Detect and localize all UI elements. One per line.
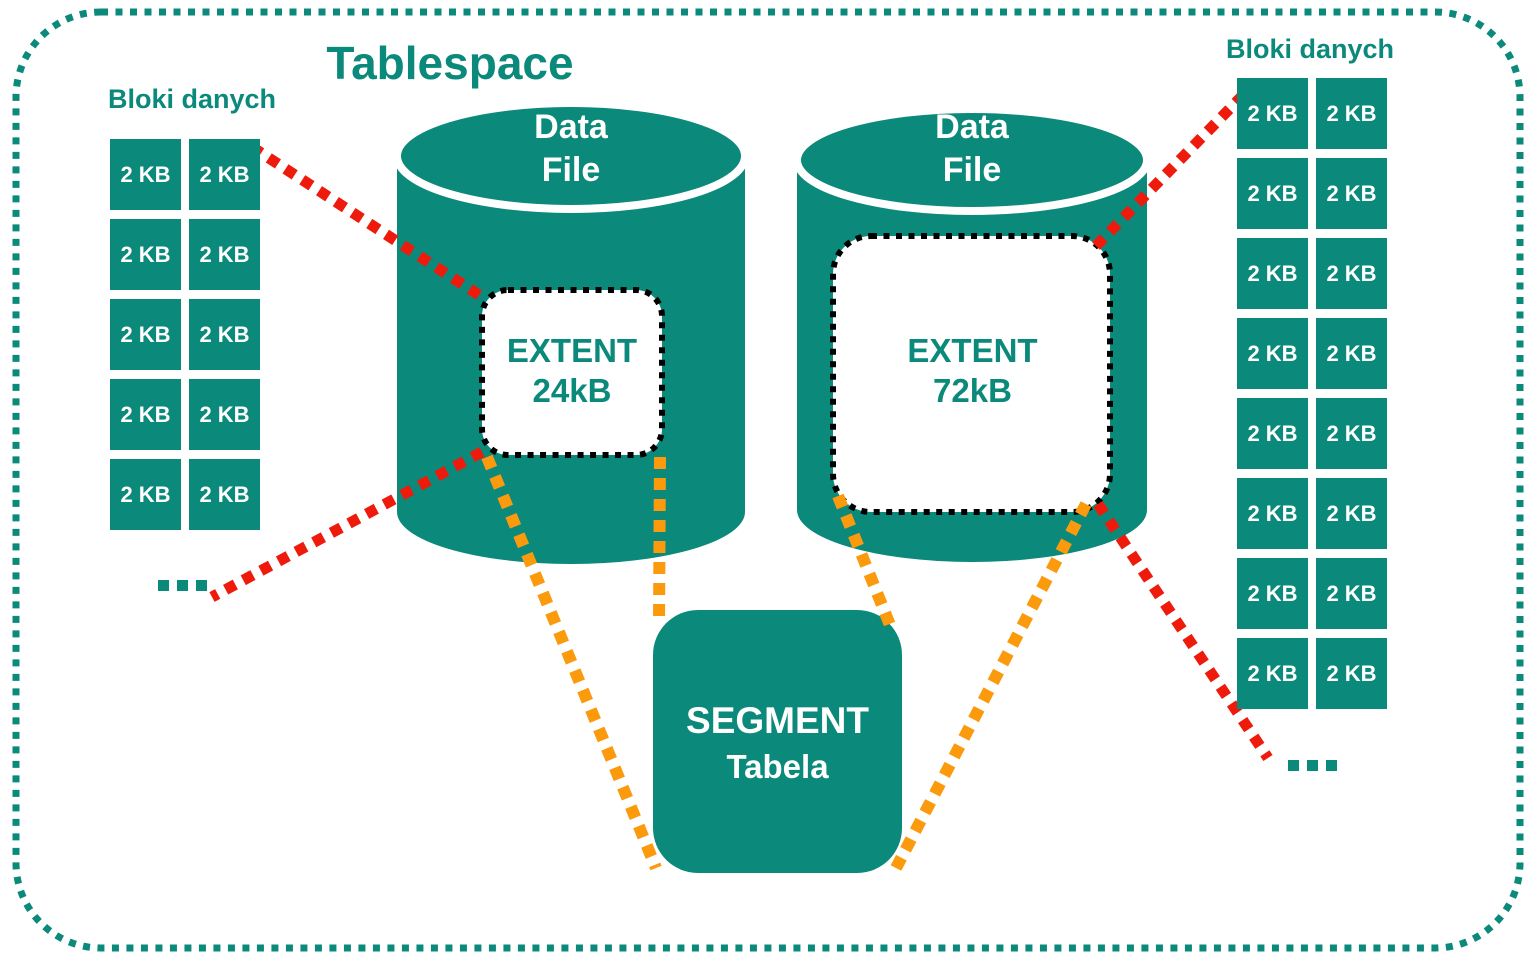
segment-box: [653, 610, 902, 873]
left-blocks-heading: Bloki danych: [107, 84, 277, 114]
extent-72kb-label: EXTENT 72kB: [880, 331, 1065, 411]
extent-72kb-line1: EXTENT: [907, 332, 1038, 369]
extent-24kb-line1: EXTENT: [506, 332, 638, 369]
data-block: 2 KB: [110, 139, 181, 210]
extent24-to-segment-line: [653, 456, 666, 624]
cylinder-top: [393, 99, 749, 213]
dot: [158, 580, 169, 591]
data-block: 2 KB: [1316, 638, 1387, 709]
data-block: 2 KB: [110, 219, 181, 290]
datafile-left-line1: Data: [534, 108, 608, 146]
data-block: 2 KB: [1237, 478, 1308, 549]
diagram-title: Tablespace: [326, 37, 574, 89]
data-block: 2 KB: [1316, 158, 1387, 229]
data-block: 2 KB: [1316, 478, 1387, 549]
data-block: 2 KB: [1237, 318, 1308, 389]
data-block: 2 KB: [1237, 558, 1308, 629]
datafile-right-line1: Data: [935, 108, 1009, 146]
data-block: 2 KB: [189, 459, 260, 530]
dot: [196, 580, 207, 591]
dot: [1307, 760, 1318, 771]
segment-label: SEGMENT Tabela: [653, 698, 902, 790]
data-block: 2 KB: [1316, 558, 1387, 629]
segment-line2: Tabela: [726, 748, 829, 785]
data-block: 2 KB: [1237, 238, 1308, 309]
data-block: 2 KB: [189, 299, 260, 370]
data-block: 2 KB: [110, 299, 181, 370]
datafile-left-line2: File: [541, 151, 601, 189]
data-block: 2 KB: [189, 379, 260, 450]
data-block: 2 KB: [1316, 78, 1387, 149]
dot: [1288, 760, 1299, 771]
data-block: 2 KB: [1316, 318, 1387, 389]
extent-72kb-line2: 72kB: [933, 372, 1012, 409]
extent72-to-segment-line: [832, 493, 898, 633]
data-block: 2 KB: [110, 459, 181, 530]
datafile-right-line2: File: [942, 151, 1002, 189]
data-block: 2 KB: [110, 379, 181, 450]
datafile-right-label: Data File: [872, 106, 1072, 192]
extent-24kb-line2: 24kB: [532, 372, 612, 409]
dot: [177, 580, 188, 591]
extent24-to-segment-line2: [481, 454, 662, 871]
tablespace-boundary: [12, 8, 1524, 952]
extent-24kb-label: EXTENT 24kB: [482, 331, 662, 411]
segment-line1: SEGMENT: [686, 700, 869, 741]
data-block: 2 KB: [189, 219, 260, 290]
blocks-to-extent24-line: [248, 142, 486, 302]
cylinder-top: [793, 105, 1151, 215]
extent-72kb-box: [830, 233, 1113, 515]
right-blocks-heading: Bloki danych: [1225, 34, 1395, 64]
data-block: 2 KB: [1316, 238, 1387, 309]
data-block: 2 KB: [1237, 638, 1308, 709]
dot: [1326, 760, 1337, 771]
datafile-left-label: Data File: [471, 106, 671, 192]
extent72-to-ellipsis-line: [1093, 500, 1273, 762]
right-ellipsis-icon: [1288, 760, 1337, 771]
left-ellipsis-icon: [158, 580, 207, 591]
data-block: 2 KB: [189, 139, 260, 210]
extent-24kb-box: [479, 287, 665, 458]
extent72-to-blocks-line: [1092, 87, 1251, 250]
data-block: 2 KB: [1237, 398, 1308, 469]
data-block: 2 KB: [1237, 78, 1308, 149]
data-block: 2 KB: [1237, 158, 1308, 229]
data-block: 2 KB: [1316, 398, 1387, 469]
extent72-to-segment-line2: [890, 501, 1092, 871]
